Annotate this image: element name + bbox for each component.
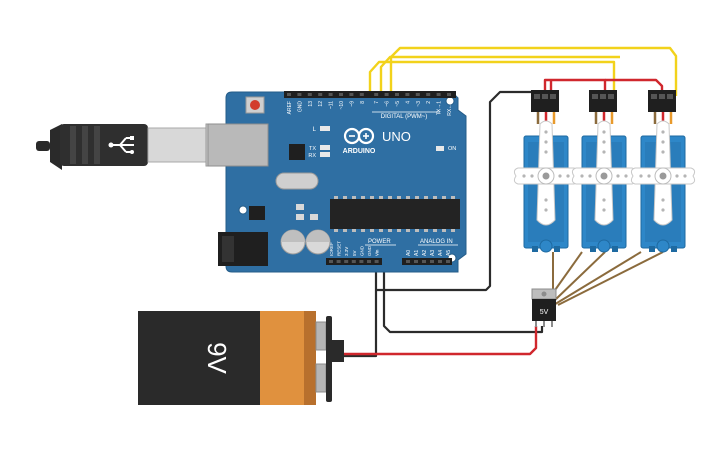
digital-pin-hole[interactable] (318, 93, 323, 96)
digital-pin-hole[interactable] (307, 93, 312, 96)
power-pin-label: Vin (375, 249, 380, 256)
servo-motor-icon (571, 90, 637, 253)
analog-header-label: ANALOG IN (420, 239, 453, 245)
voltage-regulator-chip (249, 206, 265, 220)
analog-pin-label: A2 (422, 250, 428, 256)
power-pin-hole[interactable] (336, 260, 341, 263)
servo-motor-icon (513, 90, 579, 253)
digital-pin-label: ~6 (385, 101, 391, 107)
brand-label: ARDUINO (343, 148, 376, 155)
led-tx-label: TX (309, 146, 316, 152)
digital-pin-hole[interactable] (426, 93, 431, 96)
power-pin-hole[interactable] (367, 260, 371, 263)
digital-pin-label: ~11 (329, 101, 335, 109)
digital-header (284, 91, 456, 98)
digital-pin-hole[interactable] (415, 93, 420, 96)
digital-pin-hole[interactable] (395, 93, 399, 96)
battery-label: 9V (202, 342, 232, 374)
analog-pin-label: A0 (406, 250, 412, 256)
analog-pin-hole[interactable] (406, 260, 410, 263)
power-pin-hole[interactable] (359, 260, 364, 263)
analog-pin-hole[interactable] (414, 260, 418, 263)
voltage-regulator-icon: 5V (531, 288, 557, 327)
power-pin-hole[interactable] (329, 260, 333, 263)
digital-pin-label: ~9 (349, 101, 355, 107)
digital-pin-label: ~10 (339, 101, 345, 110)
ground-wires (344, 90, 544, 358)
digital-pin-hole[interactable] (339, 93, 343, 96)
digital-pin-hole[interactable] (359, 93, 364, 96)
analog-pin-label: A1 (414, 250, 420, 256)
digital-pin-hole[interactable] (384, 93, 389, 96)
digital-pin-hole[interactable] (349, 93, 354, 96)
reset-button-icon[interactable] (245, 96, 265, 114)
usb-socket (207, 123, 269, 167)
led-rx-label: RX (308, 153, 316, 159)
digital-pin-hole[interactable] (287, 93, 291, 96)
digital-pin-label: TX→1 (437, 101, 443, 115)
analog-pin-hole[interactable] (422, 260, 426, 263)
digital-pin-labels: AREF GND 13 12 ~11 ~10 ~9 8 7 ~6 ~5 4 ~3 2 TX→1 RX←0 (287, 101, 453, 116)
power-pin-label: IOREF (329, 242, 334, 256)
digital-pin-hole[interactable] (328, 93, 333, 96)
power-pin-hole[interactable] (351, 260, 356, 263)
led-l-label: L (313, 127, 317, 133)
analog-pin-hole[interactable] (430, 260, 434, 263)
digital-pin-hole[interactable] (297, 93, 302, 96)
analog-pin-hole[interactable] (438, 260, 442, 263)
atmega-chip (330, 196, 460, 232)
analog-header (402, 258, 452, 265)
digital-pin-hole[interactable] (447, 93, 451, 96)
analog-pin-label: A5 (446, 250, 452, 256)
usb-chip (289, 144, 305, 160)
power-pin-label: 5V (352, 250, 357, 256)
digital-header-label: DIGITAL (PWM~) (381, 114, 428, 120)
digital-pin-label: ~3 (416, 101, 422, 107)
signal-wires (368, 46, 678, 96)
power-pin-label: RESET (337, 241, 342, 256)
digital-pin-label: 8 (360, 101, 366, 104)
digital-pin-label: 7 (374, 101, 380, 104)
capacitors (280, 229, 331, 255)
analog-pin-hole[interactable] (446, 260, 450, 263)
digital-pin-label: 13 (308, 101, 314, 107)
power-header-label: POWER (368, 239, 391, 245)
power-pin-hole[interactable] (374, 260, 379, 263)
power-pin-label: GND (367, 245, 372, 256)
led-on-label: ON (448, 146, 456, 152)
digital-pin-hole[interactable] (374, 93, 379, 96)
digital-pin-label: AREF (287, 101, 293, 114)
digital-pin-label: RX←0 (447, 101, 453, 116)
arduino-uno-board: L TX RX ON ARDUINO UNO AREF GND 13 12 ~11 ~10… (207, 91, 467, 273)
digital-pin-label: 12 (318, 101, 324, 107)
power-pin-hole[interactable] (344, 260, 349, 263)
digital-pin-hole[interactable] (436, 93, 441, 96)
servo-ground-wires (547, 251, 664, 307)
digital-pin-label: GND (297, 101, 303, 113)
analog-pin-label: A4 (438, 250, 444, 256)
crystal (275, 172, 319, 190)
digital-pin-label: 2 (426, 101, 432, 104)
analog-pin-label: A3 (430, 250, 436, 256)
power-jack (218, 232, 268, 266)
regulator-label: 5V (540, 309, 549, 316)
battery-power-wire (344, 326, 538, 356)
digital-pin-hole[interactable] (405, 93, 410, 96)
digital-pin-label: ~5 (395, 101, 401, 107)
model-label: UNO (382, 129, 411, 144)
battery-icon: 9V (138, 311, 344, 405)
power-pin-label: 3.3V (344, 247, 349, 256)
power-pin-label: GND (359, 245, 364, 256)
arduino-logo-icon (343, 127, 375, 145)
servo-motor-icon (630, 90, 696, 253)
digital-pin-label: 4 (405, 101, 411, 104)
